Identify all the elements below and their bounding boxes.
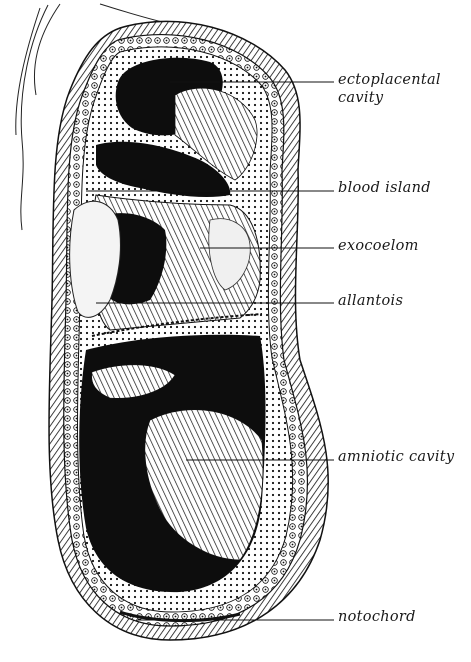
label-blood-island: blood island — [338, 180, 431, 197]
label-amniotic-cavity: amniotic cavity — [338, 449, 454, 466]
label-allantois: allantois — [338, 293, 403, 310]
label-exocoelom: exocoelom — [338, 238, 419, 255]
label-ectoplacental-cavity: cavity — [338, 90, 383, 107]
label-notochord: notochord — [338, 609, 416, 626]
label-ectoplacental: ectoplacental — [338, 72, 441, 89]
